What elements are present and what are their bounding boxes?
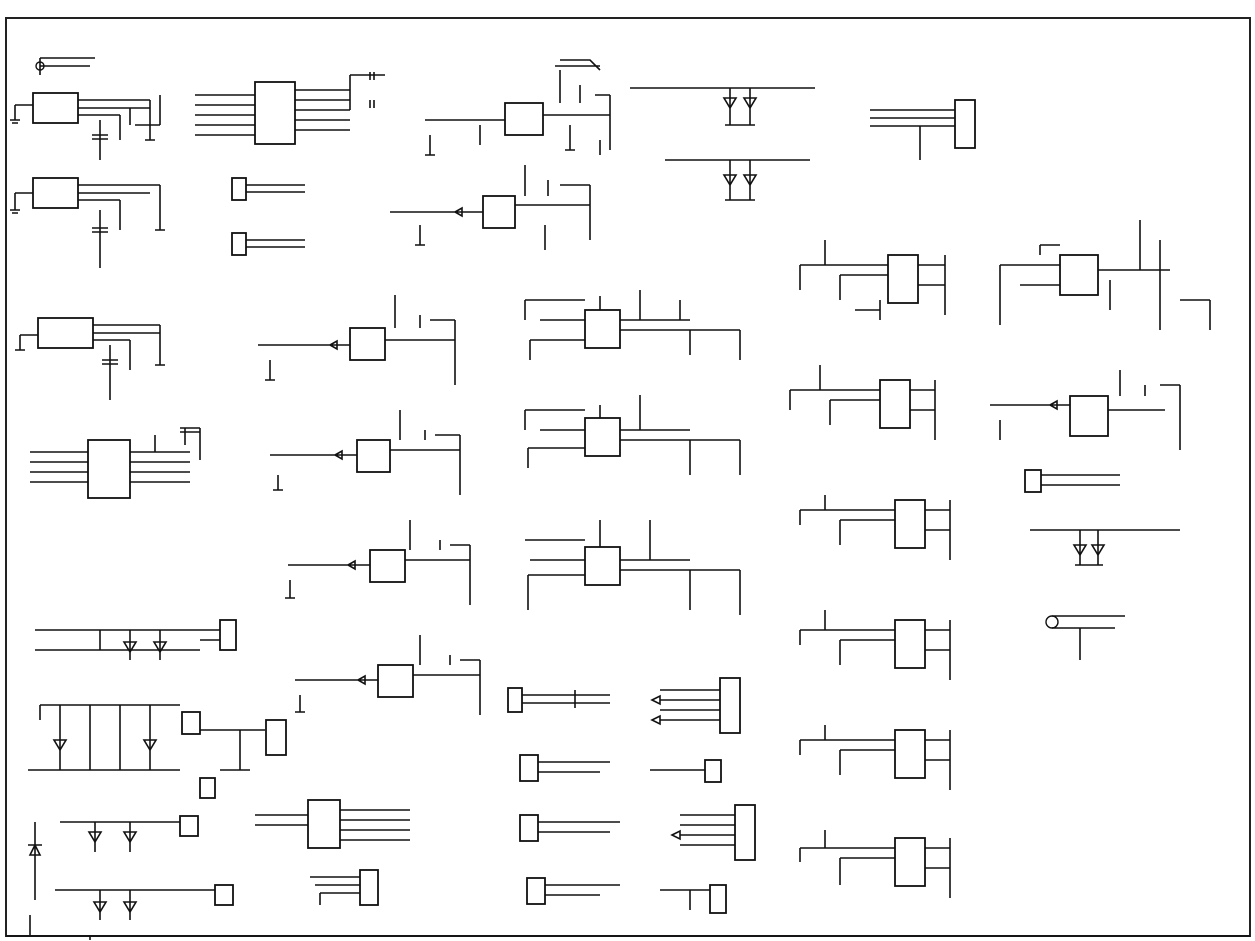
sheet-border: [5, 17, 1251, 937]
power-supply-diodes-2: [29, 884, 234, 940]
right-op-amp-1: [999, 220, 1211, 330]
bottom-opto-block: [255, 799, 410, 849]
mid-connector-2: [519, 754, 610, 782]
op-amp-stage-6: [295, 635, 481, 715]
opto-coupler-4: [799, 610, 951, 680]
op-amp-stage-9: [525, 520, 741, 615]
op-amp-stage-4: [270, 410, 461, 495]
mid-connector-4: [526, 877, 620, 905]
power-supply-input: [35, 619, 237, 660]
op-amp-stage-3: [258, 295, 456, 385]
tvs-clamp-2: [665, 159, 810, 201]
right-header-top: [870, 99, 976, 160]
small-connector-1: [650, 759, 722, 783]
ribbon-header-1: [650, 677, 741, 734]
left-regulator-circuit-3: [15, 317, 165, 400]
small-connector-2: [660, 884, 727, 914]
op-amp-stage-5: [285, 520, 471, 605]
power-supply-rail: [28, 704, 287, 799]
opto-coupler-1: [799, 240, 946, 320]
opto-coupler-3: [799, 495, 951, 560]
left-ic-block-4: [30, 427, 201, 499]
op-amp-stage-2: [390, 165, 591, 250]
ribbon-header-2: [670, 804, 756, 861]
op-amp-stage-7: [524, 290, 741, 360]
right-small-ic: [1024, 469, 1120, 493]
power-supply-diodes-1: [28, 815, 199, 900]
left-regulator-circuit-2: [10, 177, 165, 268]
op-amp-stage-8: [524, 395, 741, 475]
opto-coupler-5: [799, 725, 951, 790]
opto-coupler-6: [799, 830, 951, 898]
mid-connector-1: [507, 687, 610, 713]
bottom-header-1: [310, 869, 379, 906]
tvs-clamp-3: [1030, 529, 1180, 566]
op-amp-stage-1: [425, 65, 611, 156]
tvs-clamp-1: [560, 59, 815, 126]
right-op-amp-2: [990, 370, 1181, 450]
top-ic-block: [195, 72, 385, 256]
opto-coupler-2: [789, 365, 936, 440]
top-left-input-circuit: [10, 57, 161, 160]
mid-connector-3: [519, 814, 620, 842]
right-jack: [1045, 615, 1125, 660]
